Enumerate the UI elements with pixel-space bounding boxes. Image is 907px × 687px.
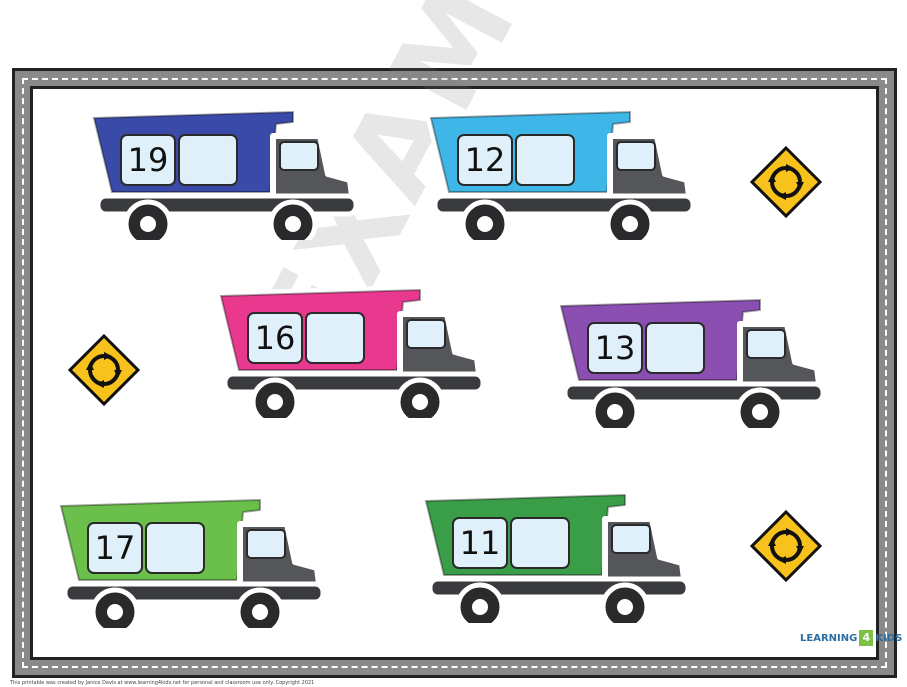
truck-3[interactable]: 16 — [215, 278, 495, 418]
roundabout-sign-icon — [750, 510, 822, 582]
truck-number: 12 — [457, 134, 513, 186]
learning4kids-logo: LEARNING 4 KIDS — [800, 630, 902, 646]
logo-mid: 4 — [859, 630, 874, 646]
logo-left: LEARNING — [800, 632, 858, 644]
truck-number: 11 — [452, 517, 508, 569]
answer-box[interactable] — [178, 134, 238, 186]
dump-truck-icon — [421, 490, 691, 623]
truck-2[interactable]: 12 — [425, 100, 705, 240]
truck-number: 19 — [120, 134, 176, 186]
truck-number: 13 — [587, 322, 643, 374]
truck-5[interactable]: 17 — [55, 488, 335, 628]
answer-box[interactable] — [510, 517, 570, 569]
truck-1[interactable]: 19 — [88, 100, 368, 240]
roundabout-sign-icon — [68, 334, 140, 406]
answer-box[interactable] — [305, 312, 365, 364]
truck-number: 16 — [247, 312, 303, 364]
answer-box[interactable] — [515, 134, 575, 186]
truck-6[interactable]: 11 — [420, 483, 700, 623]
logo-right: KIDS — [875, 632, 903, 644]
answer-box[interactable] — [645, 322, 705, 374]
truck-number: 17 — [87, 522, 143, 574]
roundabout-sign-icon — [750, 146, 822, 218]
truck-4[interactable]: 13 — [555, 288, 835, 428]
border-dash-line — [22, 78, 887, 668]
answer-box[interactable] — [145, 522, 205, 574]
copyright-footer: This printable was created by Janice Dav… — [10, 680, 315, 686]
